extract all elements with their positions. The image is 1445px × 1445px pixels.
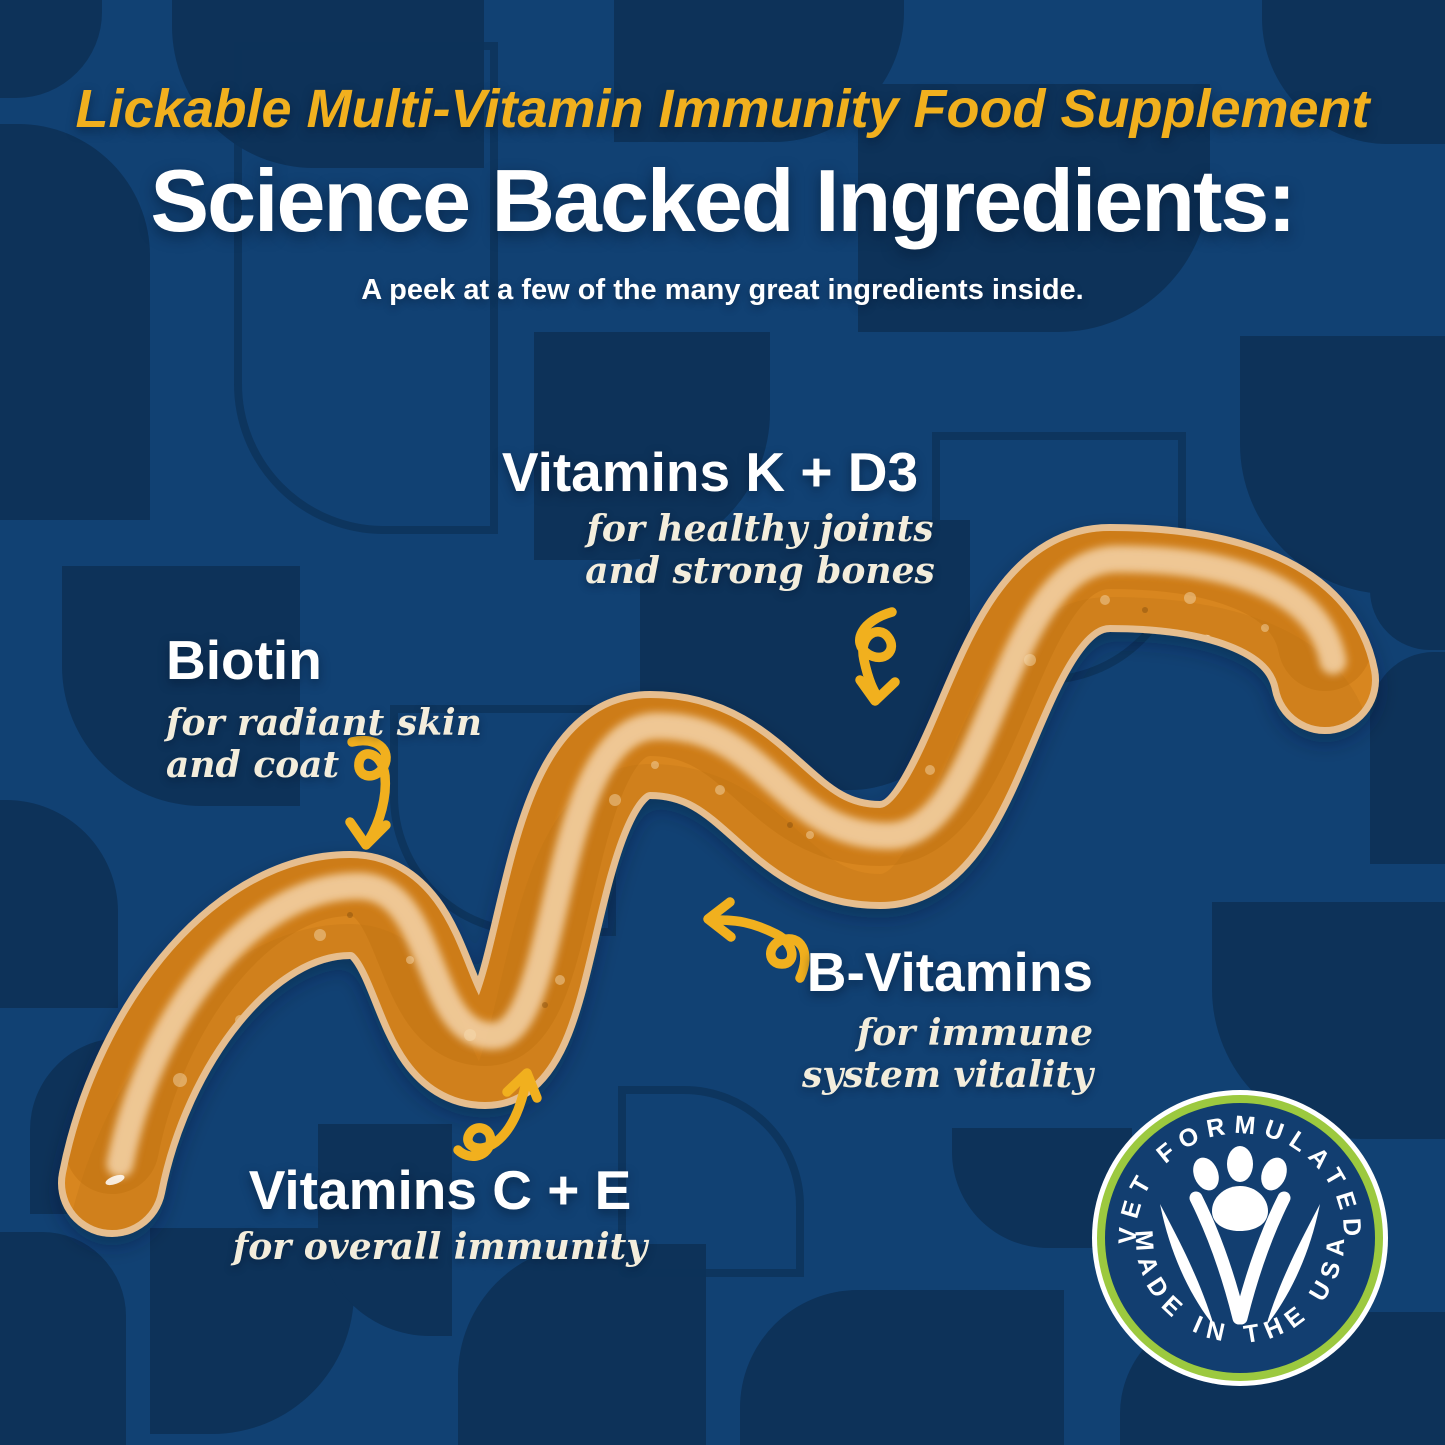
arrow-ce-icon: [453, 1068, 542, 1161]
swoosh-left: [1160, 1204, 1214, 1326]
ingredient-benefit-vitamins-k-d3: for healthy joints and strong bones: [560, 508, 960, 592]
pattern-leaf-shape: [1370, 652, 1445, 864]
arrow-kd3-icon: [855, 607, 900, 706]
paste-flecks: [347, 607, 1148, 1008]
page-subtitle: A peek at a few of the many great ingred…: [361, 274, 1084, 306]
swoosh-right: [1266, 1204, 1320, 1326]
ingredient-benefit-vitamins-c-e: for overall immunity: [180, 1226, 700, 1268]
paste-bubbles: [173, 592, 1269, 1087]
page-title: Science Backed Ingredients:: [150, 151, 1296, 250]
pattern-leaf-shape: [0, 124, 150, 520]
pattern-leaf-shape: [740, 1290, 1064, 1445]
benefit-line: and coat: [166, 744, 340, 787]
ingredient-benefit-b-vitamins: for immune system vitality: [733, 1012, 1093, 1096]
paw-print-icon: [1160, 1146, 1320, 1326]
benefit-line: for immune: [856, 1012, 1093, 1054]
vet-formulated-badge: VET FORMULATED MADE IN THE USA: [1090, 1088, 1390, 1388]
benefit-line: for radiant skin: [166, 702, 482, 744]
badge-inner-disc: [1105, 1103, 1375, 1373]
ingredient-name-b-vitamins: B-Vitamins: [806, 941, 1093, 1003]
ingredient-name-vitamins-c-e: Vitamins C + E: [248, 1159, 632, 1221]
paste-squiggle: [104, 542, 1333, 1249]
benefit-line: and strong bones: [585, 550, 935, 593]
benefit-line: for healthy joints: [586, 508, 934, 550]
arrow-bvitamins-icon: [703, 897, 810, 983]
ingredient-name-vitamins-k-d3: Vitamins K + D3: [501, 441, 919, 503]
ingredient-name-biotin: Biotin: [166, 629, 322, 691]
pattern-leaf-shape: [858, 84, 1210, 332]
arrow-biotin-icon: [345, 735, 391, 850]
paste-glints: [105, 634, 1211, 1186]
product-tagline: Lickable Multi-Vitamin Immunity Food Sup…: [75, 79, 1370, 139]
pattern-leaf-shape: [618, 1086, 804, 1277]
ingredient-benefit-biotin: for radiant skin and coat: [166, 702, 506, 786]
benefit-line: for overall immunity: [232, 1226, 648, 1268]
pattern-leaf-shape: [234, 42, 498, 534]
benefit-line: system vitality: [801, 1054, 1093, 1097]
paste-texture: [104, 542, 1333, 1249]
